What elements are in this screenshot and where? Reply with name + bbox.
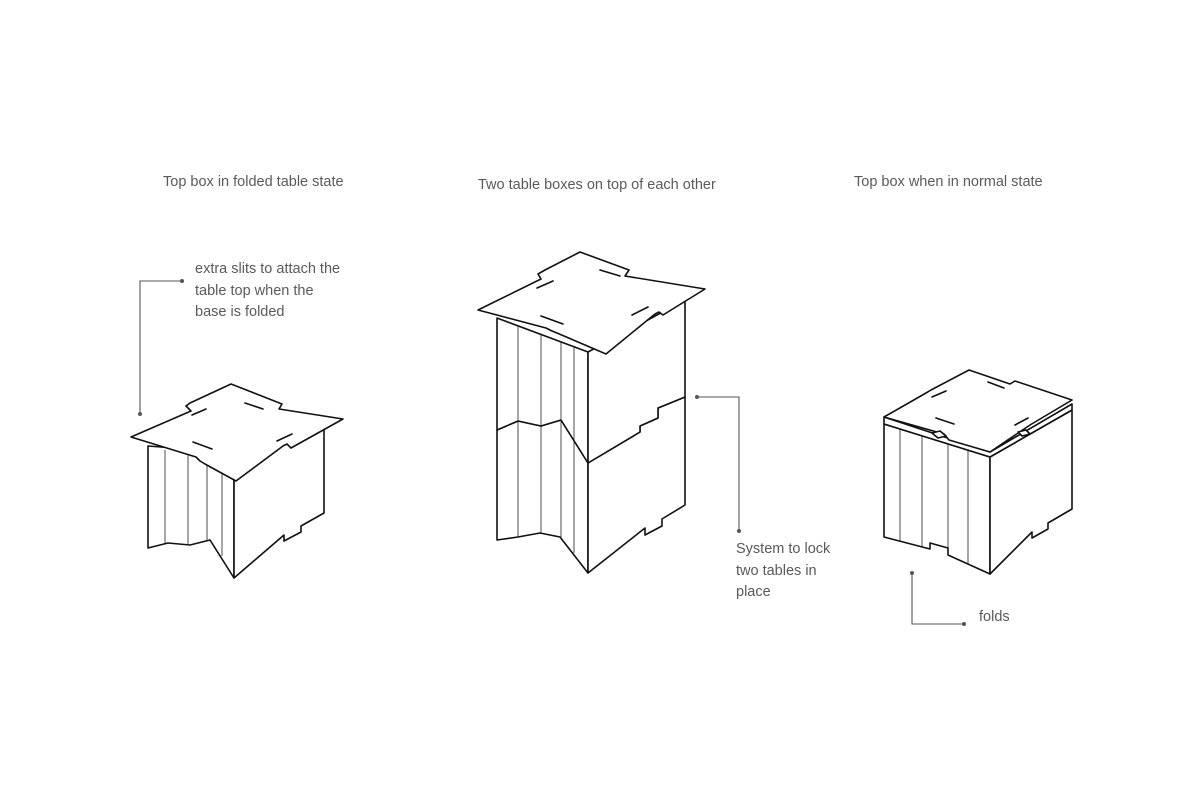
stacked-boxes-title: Two table boxes on top of each other (478, 177, 716, 193)
annotation-line: two tables in (736, 562, 817, 579)
lock-annotation: System to lock two tables in place (736, 539, 830, 604)
annotation-line: base is folded (195, 304, 285, 320)
stacked-top-slot (631, 306, 649, 316)
annotation-line: extra slits to attach the (195, 261, 341, 277)
normal-lid-slot (1014, 417, 1029, 426)
leader-folds (910, 571, 966, 626)
normal-lid-slot (987, 381, 1005, 389)
normal-lid-notch (1017, 429, 1031, 437)
annotation-line: table top when the (195, 282, 314, 299)
annotation-line: place (736, 584, 771, 600)
normal-box-drawing (883, 369, 1073, 575)
leader-dot (737, 529, 741, 533)
leader-line-slits (139, 280, 182, 414)
folded-top-slot (276, 433, 293, 442)
normal-box-right-face (989, 409, 1073, 575)
stacked-top-slot (599, 269, 621, 277)
normal-box-lid (883, 369, 1073, 453)
stacked-top-slot (540, 315, 564, 325)
leader-dot (180, 279, 184, 283)
folded-top-slot (191, 408, 207, 416)
leader-dot (695, 395, 699, 399)
folded-table-top (130, 383, 344, 482)
normal-state-title: Top box when in normal state (854, 174, 1043, 190)
normal-lid-slot (931, 390, 947, 398)
leader-lock (695, 395, 741, 533)
stacked-table-top (477, 251, 706, 355)
leader-line-lock (697, 396, 740, 531)
leader-dot (138, 412, 142, 416)
annotation-line: System to lock (736, 541, 831, 557)
leader-slits (138, 279, 184, 416)
leader-line-folds (911, 573, 964, 625)
leader-dot (962, 622, 966, 626)
folded-box-drawing (130, 383, 344, 579)
leader-dot (910, 571, 914, 575)
normal-lid-slot (935, 417, 955, 425)
slits-annotation: extra slits to attach the table top when… (195, 259, 340, 324)
stacked-boxes-drawing (477, 251, 706, 574)
folds-annotation: folds (979, 609, 1010, 625)
folded-top-slot (244, 402, 264, 410)
stacked-top-slot (536, 280, 554, 289)
folded-top-slot (192, 441, 213, 450)
folded-state-title: Top box in folded table state (163, 174, 344, 190)
normal-lid-notch (931, 430, 947, 439)
